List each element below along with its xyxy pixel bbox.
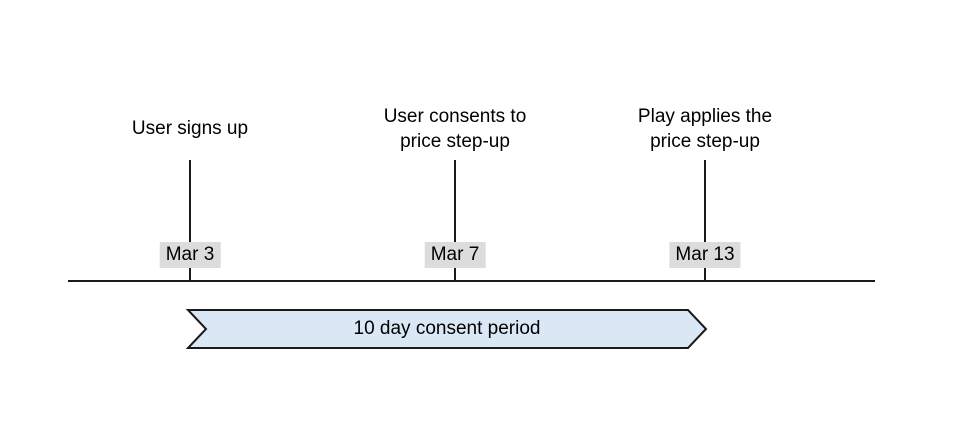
event-title-play-applies: Play applies the price step-up [637, 106, 773, 152]
event-stem-mar-13 [704, 160, 706, 281]
event-stem-mar-7 [454, 160, 456, 281]
date-label-mar-7: Mar 7 [424, 242, 486, 268]
date-label-mar-13: Mar 13 [669, 242, 741, 268]
event-title-user-consents: User consents to price step-up [383, 106, 527, 152]
consent-period-banner-shape [185, 309, 708, 349]
chevron-banner-polygon [185, 309, 708, 349]
event-title-user-signs-up: User signs up [131, 118, 249, 139]
consent-period-banner-label: 10 day consent period [353, 318, 541, 339]
event-stem-mar-3 [189, 160, 191, 281]
timeline-axis [68, 280, 875, 282]
date-label-mar-3: Mar 3 [159, 242, 221, 268]
